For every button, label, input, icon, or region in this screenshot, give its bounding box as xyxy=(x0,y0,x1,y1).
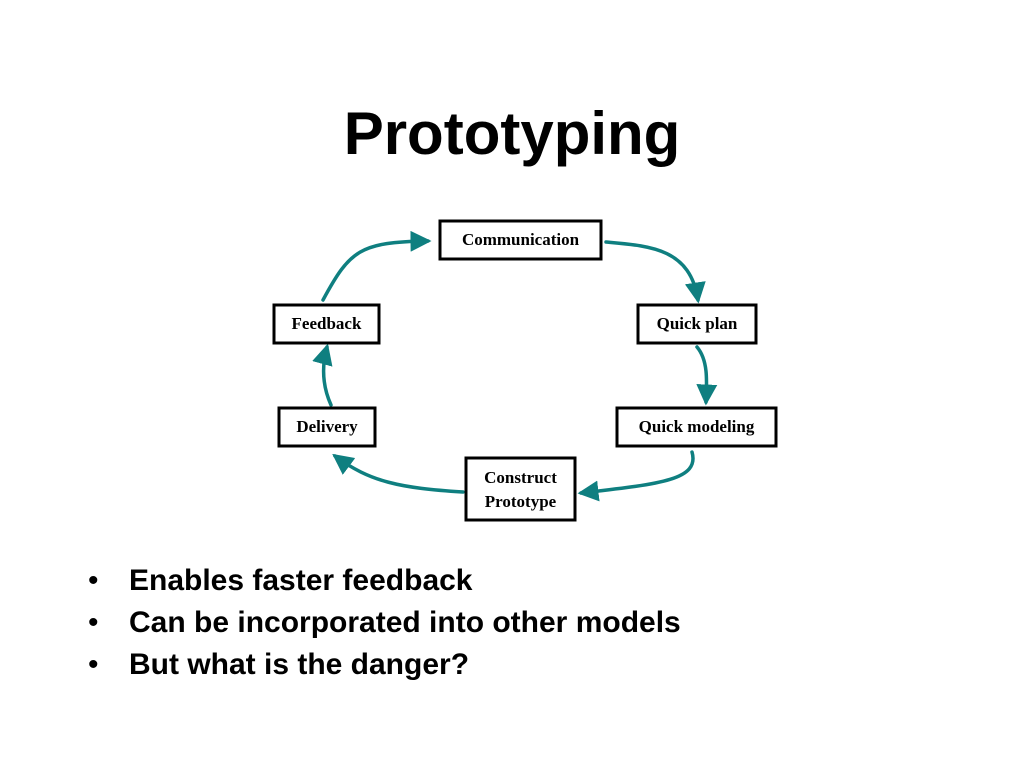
node-quick-plan: Quick plan xyxy=(636,303,758,345)
node-construct-prototype: Construct Prototype xyxy=(464,456,577,522)
node-communication: Communication xyxy=(438,219,603,261)
arrow-feedback-to-communication xyxy=(321,230,432,302)
bullet-text: Can be incorporated into other models xyxy=(129,606,681,639)
arrow-construct-prototype-to-delivery xyxy=(332,453,465,494)
bullet-item: • But what is the danger? xyxy=(88,644,681,686)
node-quick-modeling: Quick modeling xyxy=(615,406,778,448)
arrow-communication-to-quick-plan xyxy=(604,240,706,304)
arrow-delivery-to-feedback xyxy=(312,343,333,407)
bullet-item: • Enables faster feedback xyxy=(88,560,681,602)
node-quick-modeling-label: Quick modeling xyxy=(639,417,755,436)
arrow-quick-modeling-to-construct-prototype xyxy=(577,450,695,502)
bullet-text: But what is the danger? xyxy=(129,648,470,681)
bullet-text: Enables faster feedback xyxy=(129,564,473,597)
bullet-marker: • xyxy=(88,606,99,639)
node-quick-plan-label: Quick plan xyxy=(657,314,738,333)
node-construct-prototype-label-line1: Construct xyxy=(484,468,557,487)
node-delivery-label: Delivery xyxy=(296,417,358,436)
node-construct-prototype-label-line2: Prototype xyxy=(485,492,557,511)
bullet-marker: • xyxy=(88,648,99,681)
node-feedback: Feedback xyxy=(272,303,381,345)
bullet-item: • Can be incorporated into other models xyxy=(88,602,681,644)
slide-title: Prototyping xyxy=(343,100,681,167)
node-feedback-label: Feedback xyxy=(292,314,362,333)
bullet-marker: • xyxy=(88,564,99,597)
node-communication-label: Communication xyxy=(462,230,580,249)
node-delivery: Delivery xyxy=(277,406,377,448)
bullet-list: • Enables faster feedback • Can be incor… xyxy=(88,560,681,686)
arrow-quick-plan-to-quick-modeling xyxy=(695,345,718,406)
